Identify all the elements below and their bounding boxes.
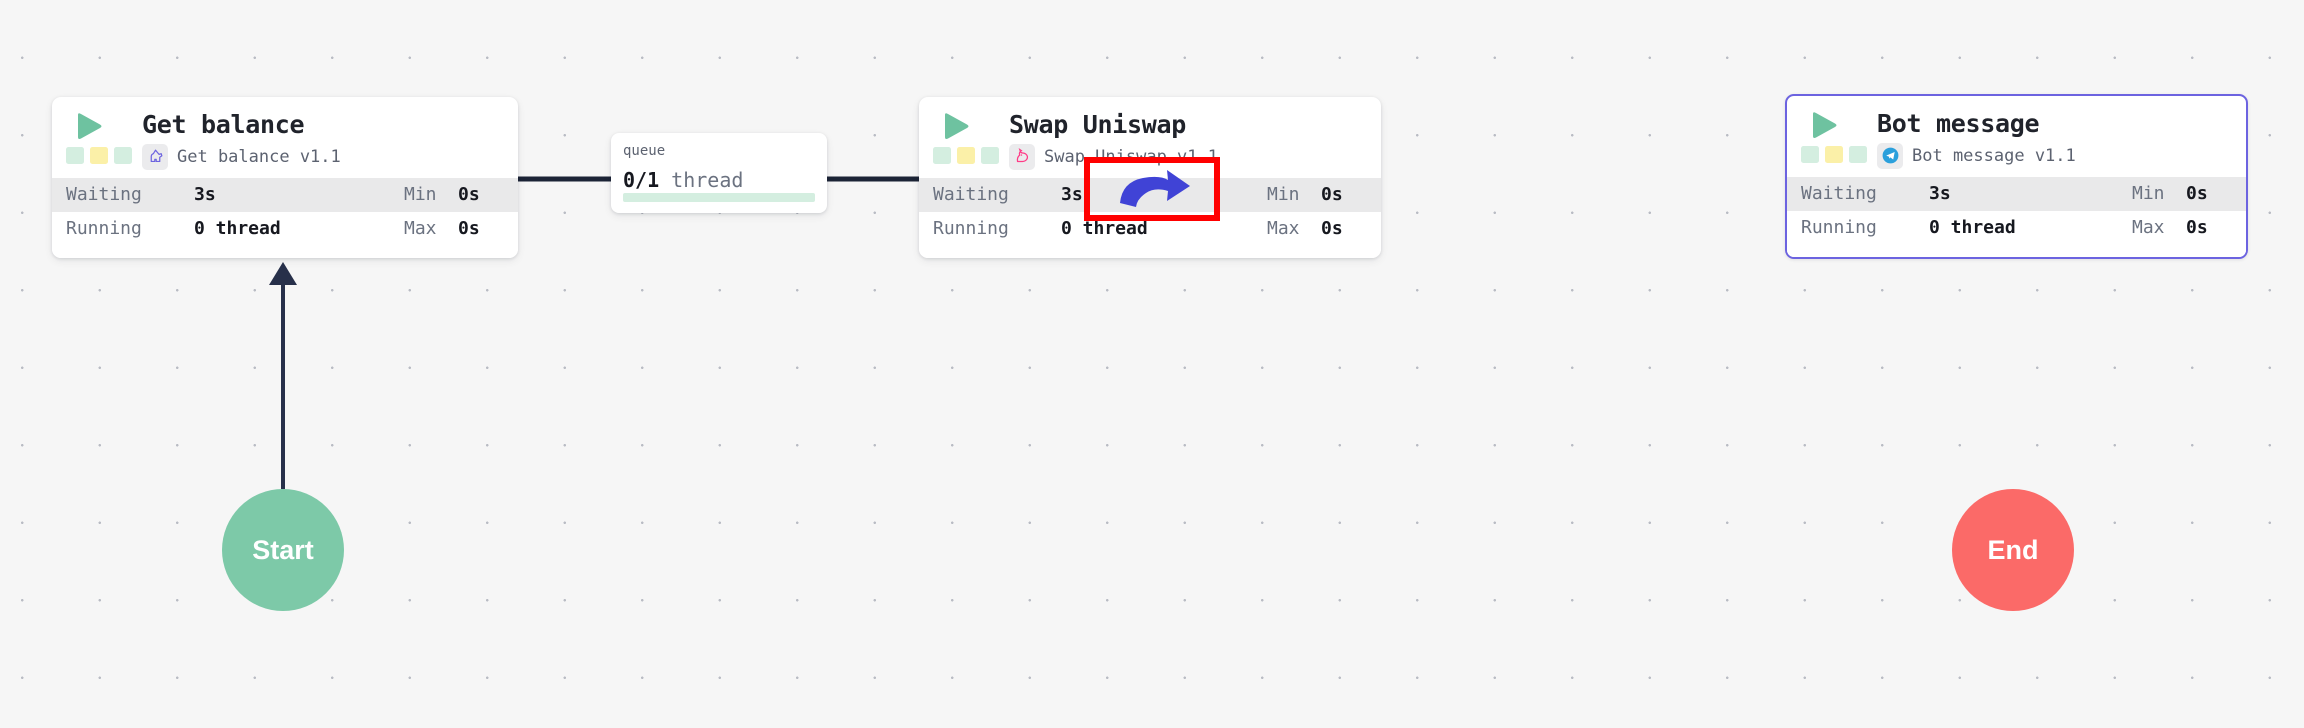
color-chip-3 [1849, 146, 1867, 163]
node-icon-group [66, 110, 132, 164]
color-chip-3 [114, 147, 132, 164]
node-subtitle: Bot message v1.1 [1912, 145, 2076, 166]
stat-value-min: 0s [458, 184, 480, 205]
node-title: Get balance [142, 110, 305, 139]
color-chip-2 [957, 147, 975, 164]
stat-value-max: 0s [458, 218, 480, 239]
color-chip-3 [981, 147, 999, 164]
node-text-group: Bot message Bot message v1.1 [1877, 109, 2076, 169]
stat-value-waiting: 3s [1061, 184, 1083, 205]
stat-label-min: Min [404, 184, 437, 205]
node-icon-group [1801, 109, 1867, 163]
node-footer [919, 245, 1381, 258]
node-icon-group [933, 110, 999, 164]
uniswap-unicorn-icon [1009, 143, 1035, 170]
node-color-chips [66, 147, 132, 164]
stat-label-max: Max [2132, 217, 2165, 238]
stat-label-waiting: Waiting [933, 184, 1009, 205]
node-subtitle-row: Bot message v1.1 [1877, 142, 2076, 169]
color-chip-2 [90, 147, 108, 164]
node-bot-message[interactable]: Bot message Bot message v1.1 Waiting 3s … [1785, 94, 2248, 259]
queue-count: 0/1 [623, 168, 660, 192]
start-label: Start [252, 534, 314, 565]
ethereum-icon [142, 143, 168, 170]
node-footer [52, 245, 518, 258]
queue-progress-bar [623, 193, 815, 202]
queue-unit: thread [671, 168, 744, 192]
color-chip-1 [933, 147, 951, 164]
color-chip-2 [1825, 146, 1843, 163]
end-label: End [1987, 534, 2039, 565]
node-swap-uniswap[interactable]: Swap Uniswap Swap Uniswap v1.1 Waiting 3… [919, 97, 1381, 258]
stat-label-min: Min [2132, 183, 2165, 204]
node-title: Swap Uniswap [1009, 110, 1187, 139]
color-chip-1 [1801, 146, 1819, 163]
node-footer [1787, 244, 2246, 257]
stat-row-waiting: Waiting 3s Min 0s [919, 177, 1381, 212]
stat-label-running: Running [933, 218, 1009, 239]
node-stats-table: Waiting 3s Min 0s Running 0 thread Max 0… [1787, 176, 2246, 245]
play-triangle-icon [78, 113, 102, 139]
stat-value-max: 0s [2186, 217, 2208, 238]
node-stats-table: Waiting 3s Min 0s Running 0 thread Max 0… [919, 177, 1381, 246]
telegram-icon [1877, 142, 1903, 169]
stat-row-running: Running 0 thread Max 0s [52, 212, 518, 246]
node-text-group: Swap Uniswap Swap Uniswap v1.1 [1009, 110, 1218, 170]
node-header: Bot message Bot message v1.1 [1787, 96, 2246, 177]
queue-value: 0/1 thread [623, 168, 815, 192]
node-title: Bot message [1877, 109, 2040, 138]
node-subtitle-row: Swap Uniswap v1.1 [1009, 143, 1218, 170]
end-node[interactable]: End [1952, 489, 2074, 611]
node-stats-table: Waiting 3s Min 0s Running 0 thread Max 0… [52, 177, 518, 246]
node-subtitle: Get balance v1.1 [177, 146, 341, 167]
color-chip-1 [66, 147, 84, 164]
stat-value-running: 0 thread [194, 218, 281, 239]
node-subtitle-row: Get balance v1.1 [142, 143, 341, 170]
stat-value-waiting: 3s [194, 184, 216, 205]
stat-row-waiting: Waiting 3s Min 0s [1787, 176, 2246, 211]
stat-value-min: 0s [1321, 184, 1343, 205]
stat-value-running: 0 thread [1929, 217, 2016, 238]
node-header: Get balance Get balance v1.1 [52, 97, 518, 178]
play-triangle-icon [1813, 112, 1837, 138]
queue-box[interactable]: queue 0/1 thread [611, 133, 827, 213]
stat-label-max: Max [404, 218, 437, 239]
play-triangle-icon [945, 113, 969, 139]
start-node[interactable]: Start [222, 489, 344, 611]
stat-label-waiting: Waiting [66, 184, 142, 205]
stat-label-max: Max [1267, 218, 1300, 239]
stat-row-waiting: Waiting 3s Min 0s [52, 177, 518, 212]
node-color-chips [933, 147, 999, 164]
queue-label: queue [623, 143, 666, 159]
node-text-group: Get balance Get balance v1.1 [142, 110, 341, 170]
stat-value-max: 0s [1321, 218, 1343, 239]
node-subtitle: Swap Uniswap v1.1 [1044, 146, 1218, 167]
stat-label-running: Running [66, 218, 142, 239]
node-get-balance[interactable]: Get balance Get balance v1.1 Waiting 3s … [52, 97, 518, 258]
stat-row-running: Running 0 thread Max 0s [919, 212, 1381, 246]
stat-value-waiting: 3s [1929, 183, 1951, 204]
stat-value-min: 0s [2186, 183, 2208, 204]
stat-label-min: Min [1267, 184, 1300, 205]
stat-label-running: Running [1801, 217, 1877, 238]
node-header: Swap Uniswap Swap Uniswap v1.1 [919, 97, 1381, 178]
stat-row-running: Running 0 thread Max 0s [1787, 211, 2246, 245]
node-color-chips [1801, 146, 1867, 163]
stat-value-running: 0 thread [1061, 218, 1148, 239]
stat-label-waiting: Waiting [1801, 183, 1877, 204]
